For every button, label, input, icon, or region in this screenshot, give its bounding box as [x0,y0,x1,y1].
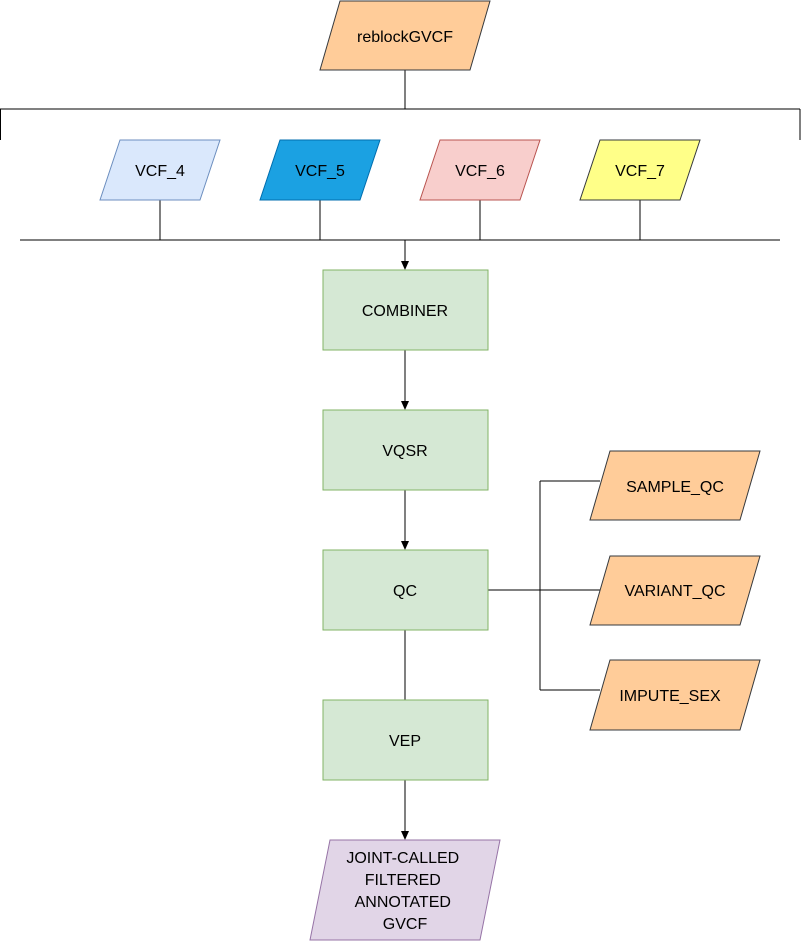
sample-qc-node: SAMPLE_QC [589,450,761,521]
variant-qc-node: VARIANT_QC [589,555,761,626]
vqsr-node: VQSR [322,409,489,491]
combiner-label: COMBINER [362,303,448,320]
vep-node: VEP [322,699,489,781]
output-line-2: FILTERED [365,872,441,889]
output-line-3: ANNOTATED [355,894,451,911]
variant-qc-label: VARIANT_QC [624,583,725,600]
output-gvcf-node: JOINT-CALLED FILTERED ANNOTATED GVCF [309,839,501,941]
vcf-7-label: VCF_7 [615,163,665,180]
vcf-4-label: VCF_4 [135,163,185,180]
output-line-4: GVCF [383,916,428,933]
qc-label: QC [393,583,417,600]
output-line-1: JOINT-CALLED [346,850,459,867]
reblock-gvcf-node: reblockGVCF [319,0,491,71]
vcf-7-node: VCF_7 [579,139,701,201]
vcf-5-node: VCF_5 [259,139,381,201]
vcf-6-label: VCF_6 [455,163,505,180]
combiner-node: COMBINER [322,269,489,351]
vcf-4-node: VCF_4 [99,139,221,201]
impute-sex-label: IMPUTE_SEX [619,688,721,705]
vep-label: VEP [389,733,421,750]
impute-sex-node: IMPUTE_SEX [589,659,761,731]
output-gvcf-label: JOINT-CALLED FILTERED ANNOTATED GVCF [346,850,463,933]
sample-qc-label: SAMPLE_QC [626,479,724,496]
vcf-5-label: VCF_5 [295,163,345,180]
vcf-6-node: VCF_6 [419,139,541,201]
qc-node: QC [322,549,489,631]
vqsr-label: VQSR [382,443,427,460]
reblock-gvcf-label: reblockGVCF [357,29,453,46]
connectors [0,70,801,840]
